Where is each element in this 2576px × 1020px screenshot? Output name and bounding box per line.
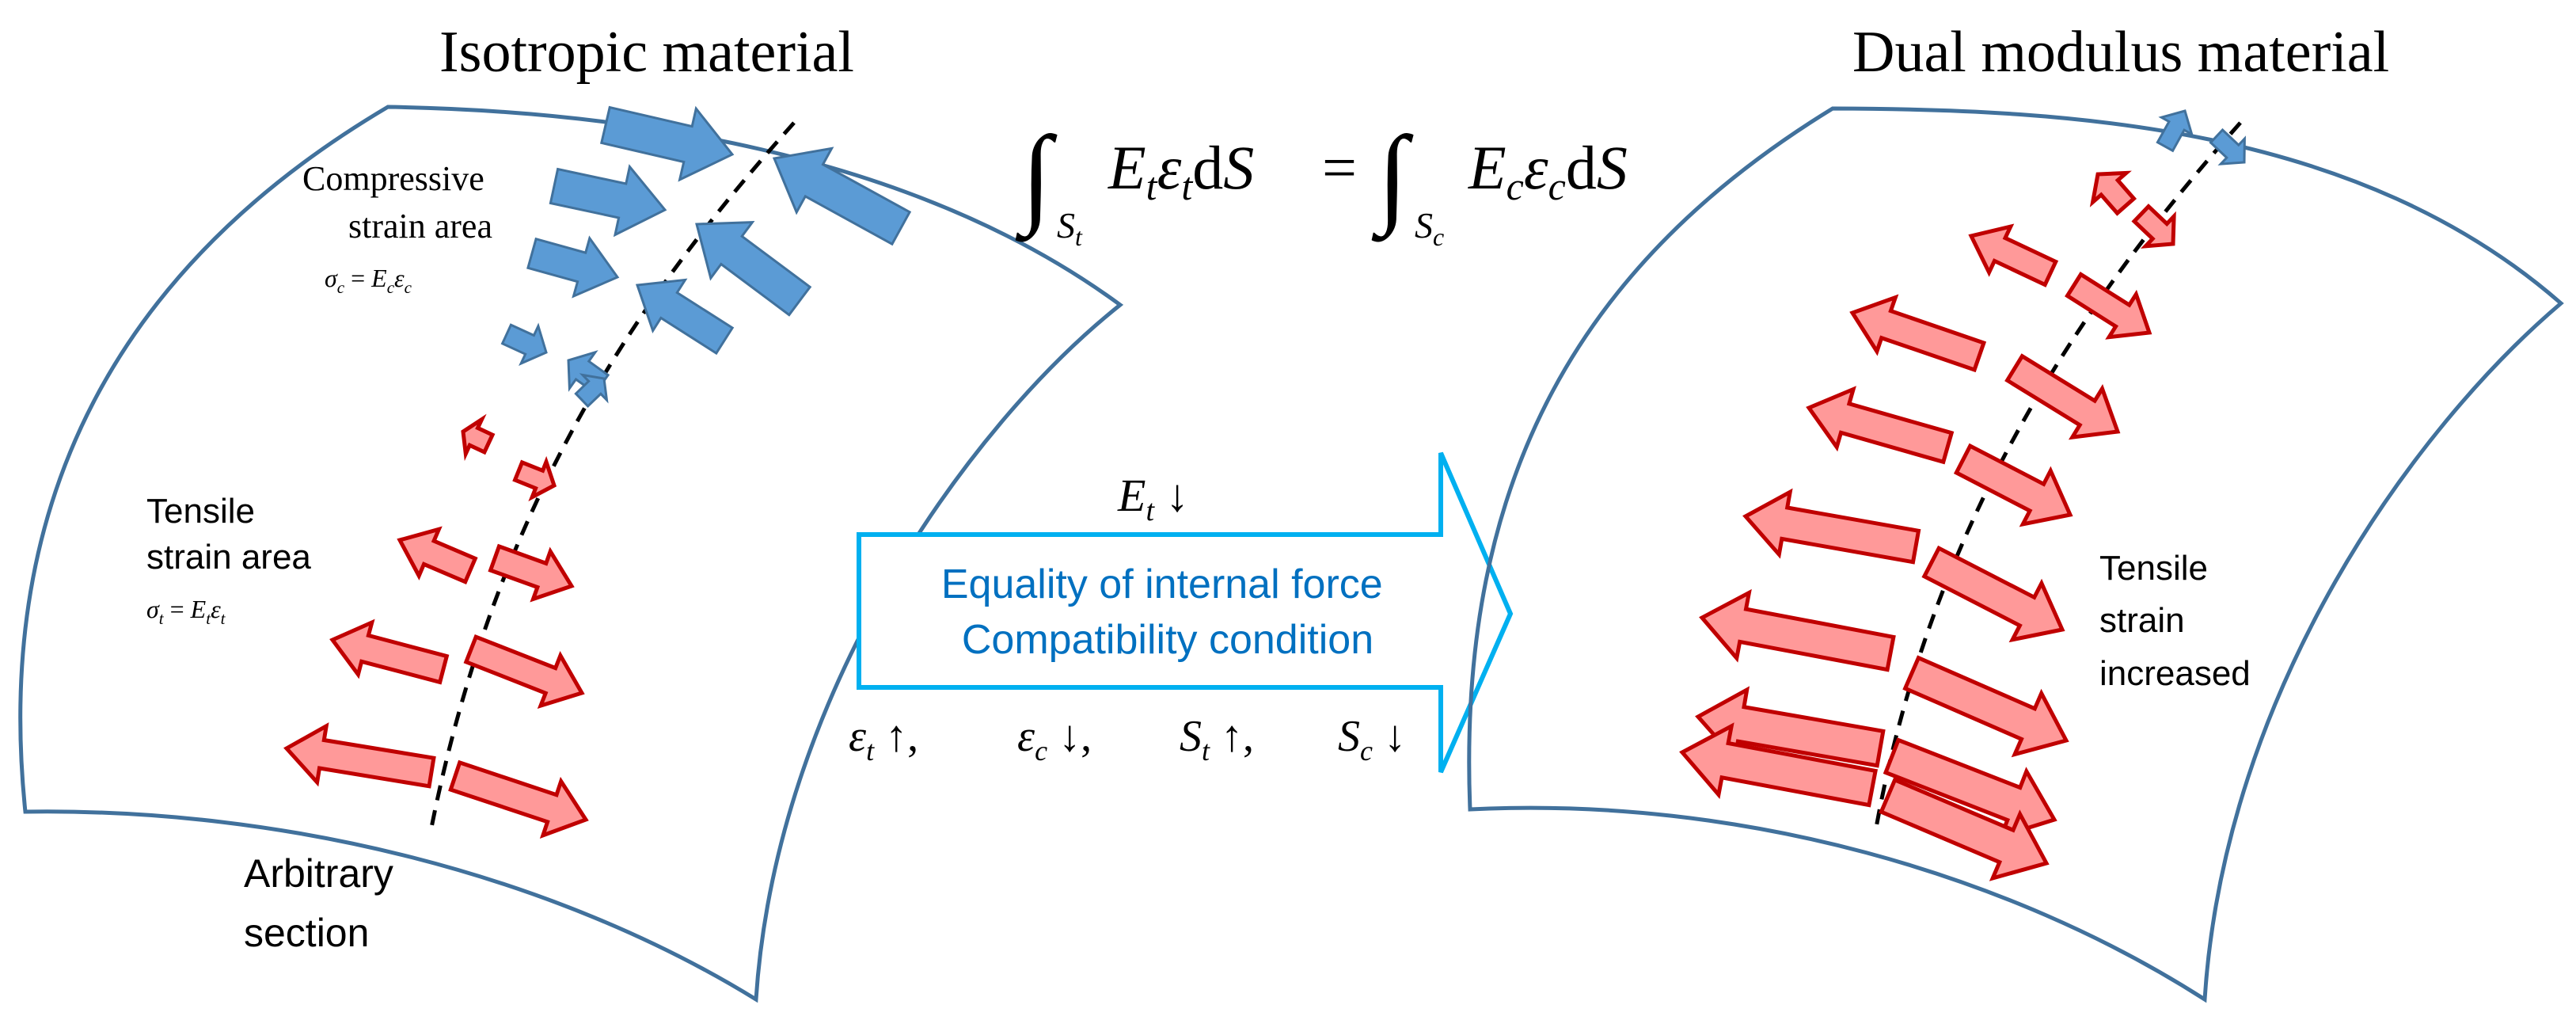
- equilibrium-equation: ∫ St EtεtdS = ∫ Sc EcεcdS: [1015, 114, 1628, 251]
- arrow-text-line1: Equality of internal force: [941, 561, 1383, 607]
- tensile-note-line3: increased: [2099, 654, 2251, 693]
- compressive-label-line2: strain area: [348, 207, 492, 245]
- tensile-strain-arrow: [2131, 204, 2176, 249]
- tensile-stress-formula: σt = Etεt: [146, 595, 226, 628]
- compressive-stress-formula: σc = Ecεc: [325, 264, 412, 297]
- tensile-strain-arrow: [512, 455, 557, 502]
- tensile-strain-arrow: [283, 722, 436, 789]
- tensile-strain-arrow: [2065, 272, 2152, 340]
- compressive-label-line1: Compressive: [302, 159, 484, 198]
- tensile-strain-arrow: [1883, 737, 2057, 839]
- compressive-strain-arrow: [574, 373, 609, 409]
- tensile-strain-arrow: [2089, 170, 2137, 216]
- compressive-strain-arrow: [549, 164, 667, 238]
- tensile-strain-arrow: [1953, 443, 2073, 527]
- section-label-line1: Arbitrary: [244, 851, 393, 896]
- svg-text:Tensile strain increas: Tensile strain increased: [2099, 549, 2251, 693]
- tensile-modulus-decrease: Et ↓: [1117, 470, 1189, 527]
- equation-lhs: EtεtdS: [1108, 133, 1254, 208]
- tensile-strain-arrow: [461, 413, 496, 462]
- transition-arrow: [857, 451, 1514, 774]
- right-panel-title: Dual modulus material: [1852, 20, 2389, 85]
- tensile-strain-arrow: [1699, 588, 1896, 672]
- compressive-strain-arrow: [2209, 128, 2246, 166]
- compressive-strain-arrow: [599, 105, 735, 182]
- svg-text:Compressive strain area: Compressive strain area: [302, 159, 493, 245]
- tensile-strain-arrow: [448, 759, 589, 839]
- compressive-strain-arrow: [2156, 109, 2194, 153]
- compressive-strain-arrow: [772, 147, 912, 246]
- tensile-strain-arrow: [1879, 777, 2050, 881]
- arrow-text-line2: Compatibility condition: [962, 617, 1373, 663]
- tensile-label-line1: Tensile: [146, 492, 255, 531]
- section-label-line2: section: [244, 911, 369, 955]
- tensile-strain-arrow: [2004, 353, 2121, 440]
- tensile-strain-arrow: [1902, 655, 2069, 758]
- tensile-strain-arrow: [1849, 294, 1987, 373]
- tensile-strain-arrow: [463, 634, 585, 710]
- tensile-label-line2: strain area: [146, 538, 311, 577]
- integral-sign-left: ∫: [1015, 114, 1058, 242]
- compressive-strain-arrow: [526, 235, 620, 299]
- equation-rhs: EcεcdS: [1468, 133, 1628, 208]
- isotropic-material-outline: [18, 105, 1124, 1003]
- tensile-strain-arrow: [397, 526, 478, 584]
- integral-left-subscript: St: [1057, 205, 1083, 251]
- tensile-strain-arrow: [1679, 722, 1879, 808]
- svg-text:Equality of internal force: Equality of internal force Compatibility…: [941, 561, 1394, 663]
- left-panel-title: Isotropic material: [439, 20, 854, 85]
- tensile-strain-arrow: [488, 543, 575, 603]
- integral-right-subscript: Sc: [1415, 205, 1444, 251]
- compressive-strain-arrow: [635, 278, 735, 356]
- tensile-note-line2: strain: [2099, 601, 2185, 640]
- left-neutral-axis: [429, 121, 796, 828]
- tensile-note-line1: Tensile: [2099, 549, 2208, 588]
- integral-sign-right: ∫: [1371, 114, 1414, 242]
- compressive-strain-arrow: [695, 220, 812, 317]
- tensile-strain-arrow: [329, 618, 450, 685]
- tensile-strain-arrow: [1742, 488, 1921, 565]
- svg-text:Tensile strain area: Tensile strain area: [146, 492, 311, 577]
- compressive-strain-arrow: [500, 322, 548, 366]
- dual-modulus-material-outline: [1467, 106, 2564, 1003]
- equals-sign: =: [1322, 133, 1357, 202]
- variable-changes: εt ↑, εc ↓, St ↑, Sc ↓: [849, 712, 1406, 767]
- svg-text:Arbitrary section: Arbitrary section: [244, 851, 405, 955]
- tensile-strain-arrow: [1968, 223, 2059, 287]
- right-neutral-axis: [1874, 121, 2242, 828]
- tensile-strain-arrow: [1921, 545, 2065, 643]
- tensile-strain-arrow: [1806, 386, 1955, 465]
